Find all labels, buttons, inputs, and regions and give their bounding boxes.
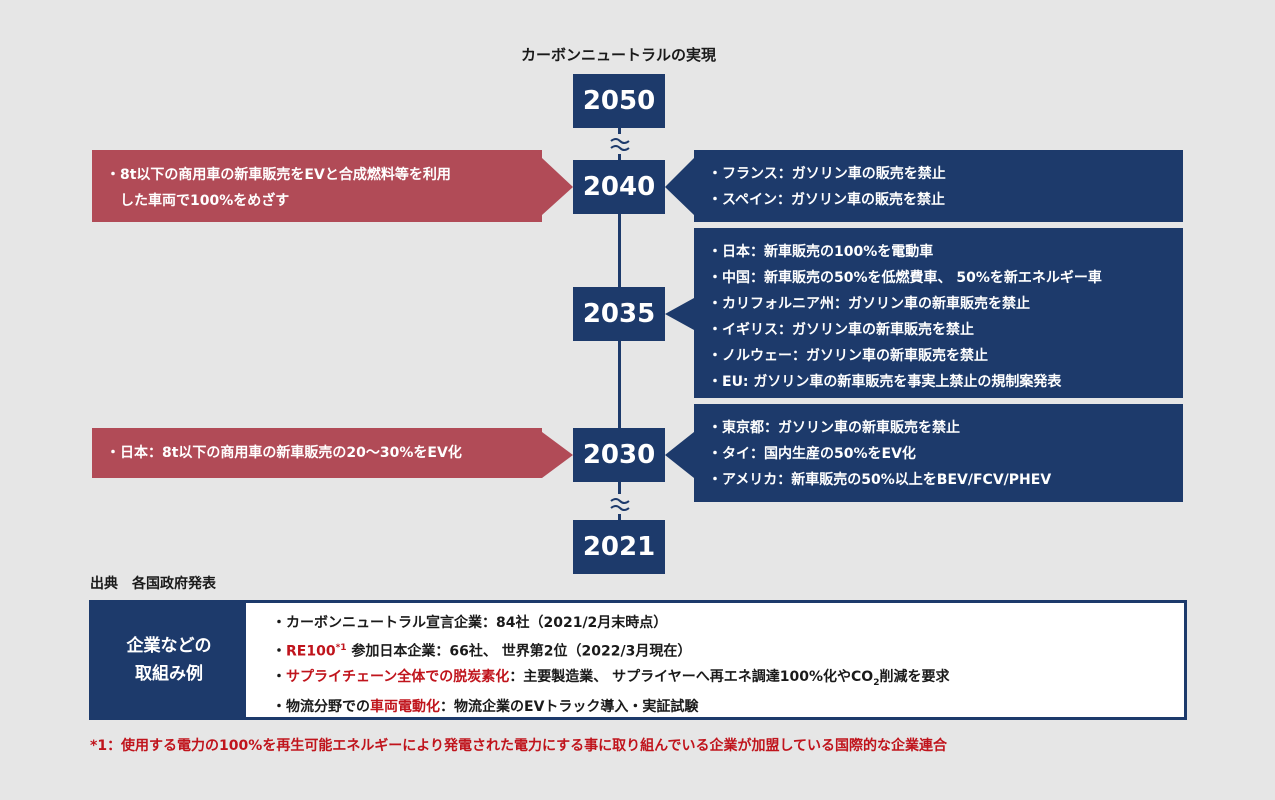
bullet: ・	[272, 668, 286, 685]
item-text: 削減を要求	[879, 668, 950, 685]
bullet: ・	[272, 643, 286, 660]
list-item: ・イギリス：ガソリン車の新車販売を禁止	[708, 322, 974, 338]
list-item: した車両で100%をめざす	[106, 193, 290, 209]
arrow-right-2030	[665, 432, 694, 478]
year-2021: 2021	[573, 520, 665, 574]
left-box-2030: ・日本：8t以下の商用車の新車販売の20〜30%をEV化	[92, 428, 542, 478]
list-item: ・中国：新車販売の50%を低燃費車、 50%を新エネルギー車	[708, 270, 1102, 286]
list-item: ・日本：新車販売の100%を電動車	[708, 244, 934, 260]
list-item: ・8t以下の商用車の新車販売をEVと合成燃料等を利用	[106, 167, 451, 183]
year-2030: 2030	[573, 428, 665, 482]
right-box-2030: ・東京都：ガソリン車の新車販売を禁止 ・タイ：国内生産の50%をEV化 ・アメリ…	[694, 404, 1183, 502]
panel-label-line: 取組み例	[135, 664, 203, 684]
list-item: ・物流分野での車両電動化：物流企業のEVトラック導入・実証試験	[272, 695, 949, 720]
item-text: ：主要製造業、 サプライヤーへ再エネ調達100%化やCO	[509, 668, 874, 685]
list-item: ・ノルウェー：ガソリン車の新車販売を禁止	[708, 348, 988, 364]
list-item: ・スペイン：ガソリン車の販売を禁止	[708, 192, 946, 208]
source-note: 出典 各国政府発表	[90, 576, 216, 592]
highlight-text: RE100	[286, 643, 336, 660]
timeline-break	[609, 134, 631, 154]
panel-label-line: 企業などの	[126, 636, 212, 656]
arrow-right-2040	[665, 158, 694, 215]
list-item: ・EU: ガソリン車の新車販売を事実上禁止の規制案発表	[708, 374, 1062, 390]
list-item: ・カリフォルニア州：ガソリン車の新車販売を禁止	[708, 296, 1030, 312]
list-item: ・アメリカ：新車販売の50%以上をBEV/FCV/PHEV	[708, 472, 1052, 488]
year-2050: 2050	[573, 74, 665, 128]
arrow-left-2030	[542, 432, 573, 478]
arrow-left-2040	[542, 158, 573, 215]
examples-panel: 企業などの 取組み例 ・カーボンニュートラル宣言企業：84社（2021/2月末時…	[89, 600, 1187, 720]
year-2040: 2040	[573, 160, 665, 214]
timeline-break	[609, 494, 631, 514]
list-item: ・サプライチェーン全体での脱炭素化：主要製造業、 サプライヤーへ再エネ調達100…	[272, 665, 949, 696]
highlight-text: 車両電動化	[370, 699, 440, 716]
footnote-marker: *1	[335, 643, 347, 653]
list-item: ・カーボンニュートラル宣言企業：84社（2021/2月末時点）	[272, 611, 949, 636]
panel-list: ・カーボンニュートラル宣言企業：84社（2021/2月末時点） ・RE100*1…	[272, 611, 949, 720]
item-text: ・カーボンニュートラル宣言企業：84社（2021/2月末時点）	[272, 615, 668, 631]
panel-label: 企業などの 取組み例	[92, 603, 246, 717]
list-item: ・フランス：ガソリン車の販売を禁止	[708, 166, 946, 182]
left-box-2040: ・8t以下の商用車の新車販売をEVと合成燃料等を利用 した車両で100%をめざす	[92, 150, 542, 222]
item-text: 参加日本企業：66社、 世界第2位（2022/3月現在）	[346, 643, 692, 660]
right-box-2040: ・フランス：ガソリン車の販売を禁止 ・スペイン：ガソリン車の販売を禁止	[694, 150, 1183, 222]
list-item: ・RE100*1 参加日本企業：66社、 世界第2位（2022/3月現在）	[272, 636, 949, 665]
footnote: *1：使用する電力の100%を再生可能エネルギーにより発電された電力にする事に取…	[90, 738, 948, 754]
year-2035: 2035	[573, 287, 665, 341]
subscript: 2	[873, 677, 880, 688]
highlight-text: サプライチェーン全体での脱炭素化	[286, 668, 510, 685]
item-text: ・物流分野での	[272, 699, 370, 716]
list-item: ・日本：8t以下の商用車の新車販売の20〜30%をEV化	[106, 445, 462, 461]
diagram-title: カーボンニュートラルの実現	[520, 46, 716, 64]
right-box-2035: ・日本：新車販売の100%を電動車 ・中国：新車販売の50%を低燃費車、 50%…	[694, 228, 1183, 398]
item-text: ：物流企業のEVトラック導入・実証試験	[440, 699, 699, 716]
list-item: ・タイ：国内生産の50%をEV化	[708, 446, 916, 462]
arrow-right-2035	[665, 298, 694, 330]
list-item: ・東京都：ガソリン車の新車販売を禁止	[708, 420, 960, 436]
